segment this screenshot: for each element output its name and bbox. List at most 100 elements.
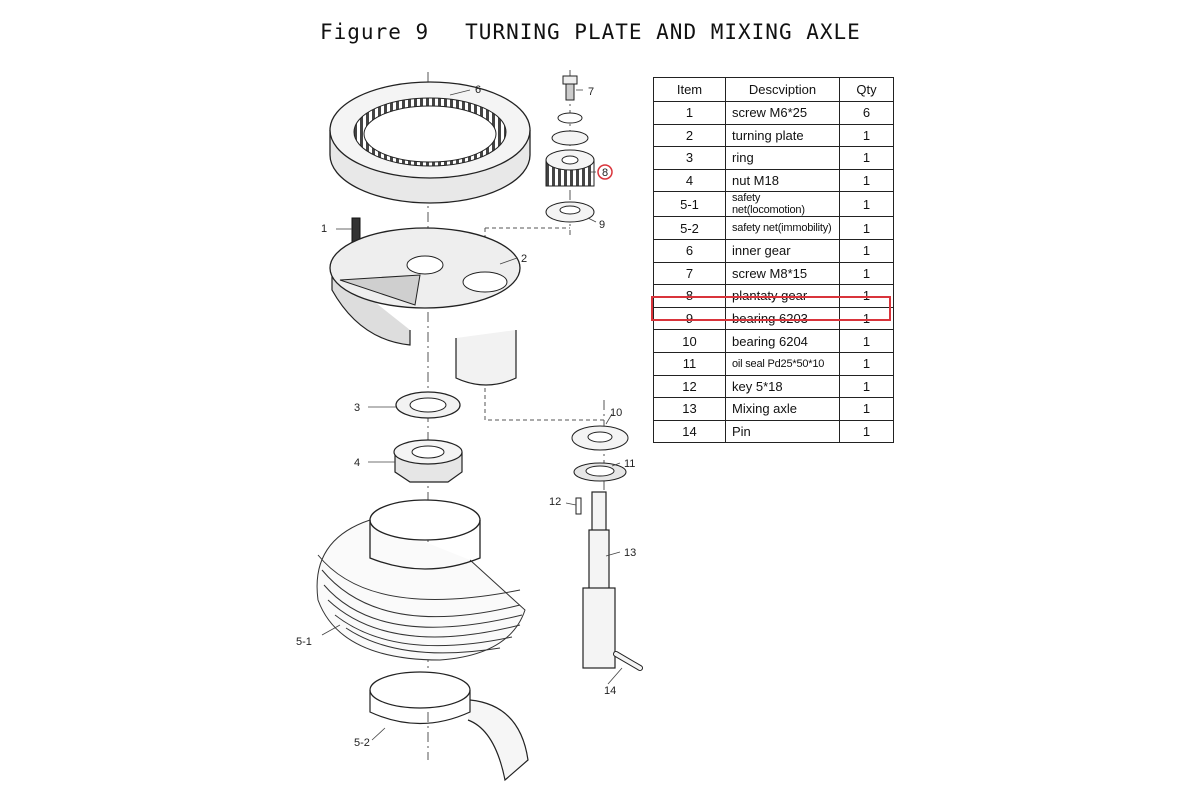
cell-qty: 1 (839, 216, 894, 240)
cell-qty: 1 (839, 238, 894, 263)
cell-item: 3 (653, 146, 726, 170)
callout-11: 11 (624, 458, 635, 470)
cell-qty: 1 (839, 191, 894, 218)
cell-description: turning plate (725, 123, 840, 148)
key-part (575, 497, 582, 515)
cell-description: ring (725, 146, 840, 170)
cell-qty: 1 (839, 306, 894, 331)
cell-qty: 1 (839, 351, 894, 376)
cell-item: 14 (653, 419, 726, 444)
cell-description: bearing 6204 (725, 329, 840, 353)
cell-item: 6 (653, 238, 726, 263)
callout-3: 3 (354, 402, 360, 414)
callout-2: 2 (521, 253, 527, 265)
table-header-row: Item Descviption Qty (653, 77, 894, 102)
pin-part (613, 651, 643, 671)
cell-description: Mixing axle (725, 397, 840, 421)
cell-item: 9 (653, 306, 726, 331)
cell-item: 13 (653, 397, 726, 421)
cell-qty: 1 (839, 146, 894, 170)
cell-qty: 1 (839, 284, 894, 308)
cell-description: nut M18 (725, 168, 840, 193)
safety-net-immobility-part (369, 671, 529, 782)
cell-description: oil seal Pd25*50*10 (725, 351, 840, 376)
cell-qty: 1 (839, 168, 894, 193)
mixing-axle-part (582, 491, 616, 669)
cell-description: screw M6*25 (725, 101, 840, 125)
cell-item: 10 (653, 329, 726, 353)
cell-item: 7 (653, 261, 726, 286)
cell-description: Pin (725, 419, 840, 444)
screw-m8-part (557, 75, 583, 124)
cell-item: 11 (653, 351, 726, 376)
cell-description: key 5*18 (725, 374, 840, 399)
callout-6: 6 (475, 84, 481, 96)
callout-4: 4 (354, 457, 360, 469)
callout-5-1: 5-1 (296, 636, 312, 648)
inner-gear-part (329, 81, 531, 204)
planetary-gear-part (545, 130, 595, 187)
callout-12: 12 (549, 496, 561, 508)
callout-13: 13 (624, 547, 636, 559)
callout-8-highlight-ring (597, 164, 613, 180)
cell-qty: 1 (839, 329, 894, 353)
callout-1: 1 (321, 223, 327, 235)
callout-7: 7 (588, 86, 594, 98)
cell-item: 5-2 (653, 216, 726, 240)
ring-part (395, 391, 461, 419)
nut-m18-part (393, 439, 463, 483)
cell-description: inner gear (725, 238, 840, 263)
callout-5-2: 5-2 (354, 737, 370, 749)
callout-10: 10 (610, 407, 622, 419)
oil-seal-part (573, 462, 627, 482)
header-item: Item (653, 77, 726, 102)
cell-qty: 6 (839, 101, 894, 125)
cell-qty: 1 (839, 374, 894, 399)
cell-item: 2 (653, 123, 726, 148)
cell-description: plantaty gear (725, 284, 840, 308)
turning-plate-part (329, 227, 521, 386)
callout-9: 9 (599, 219, 605, 231)
cell-qty: 1 (839, 397, 894, 421)
header-description: Descviption (725, 77, 840, 102)
header-qty: Qty (839, 77, 894, 102)
cell-item: 8 (653, 284, 726, 308)
cell-description: screw M8*15 (725, 261, 840, 286)
callout-14: 14 (604, 685, 616, 697)
cell-qty: 1 (839, 261, 894, 286)
callout-8: 8 (602, 167, 608, 179)
cell-description: bearing 6203 (725, 306, 840, 331)
cell-qty: 1 (839, 123, 894, 148)
figure-number: Figure 9 (320, 20, 430, 44)
cell-item: 1 (653, 101, 726, 125)
figure-title: Figure 9 TURNING PLATE AND MIXING AXLE (320, 20, 880, 44)
cell-description: safety net(immobility) (725, 216, 840, 240)
figure-caption: TURNING PLATE AND MIXING AXLE (465, 20, 861, 44)
cell-qty: 1 (839, 419, 894, 444)
cell-item: 12 (653, 374, 726, 399)
bearing-6204-part (571, 425, 629, 451)
safety-net-locomotion-part (316, 499, 526, 661)
screw-m6-part (351, 217, 361, 243)
cell-item: 5-1 (653, 191, 726, 218)
cell-item: 4 (653, 168, 726, 193)
bearing-6203-part (545, 201, 595, 223)
cell-description: safety net(locomotion) (725, 191, 840, 218)
